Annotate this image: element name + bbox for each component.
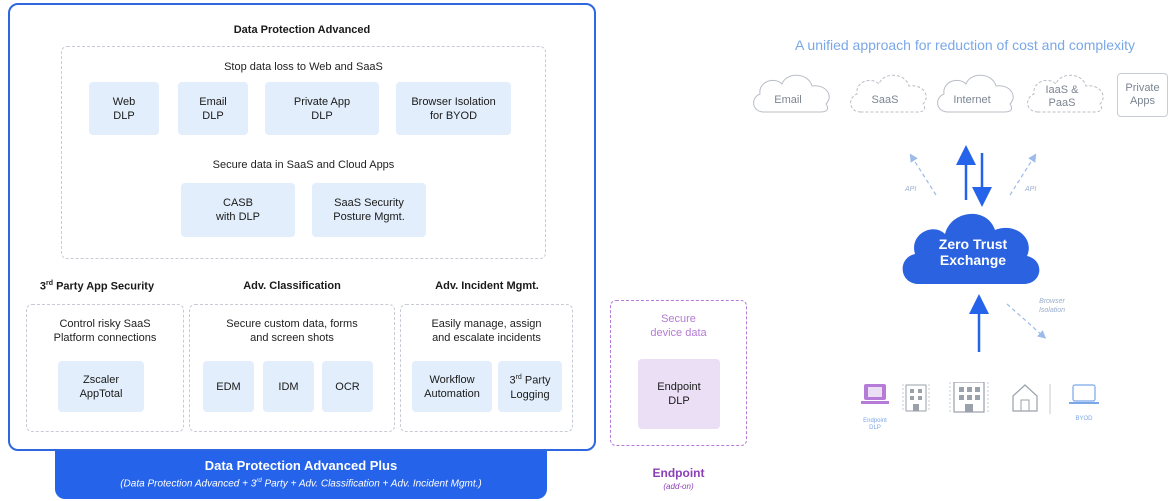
incident-group	[400, 304, 573, 432]
dpa-plus-bar	[55, 451, 547, 499]
incident-heading: Adv. Incident Mgmt.	[435, 280, 539, 292]
internet-label: Internet	[953, 94, 991, 106]
endpoint-addon: (add-on)	[663, 482, 694, 491]
saas-cloud-icon	[850, 74, 927, 113]
saas-label: SaaS	[871, 94, 899, 106]
tile-zscaler-apptotal: Zscaler AppTotal	[58, 361, 144, 412]
browser-isolation-label: Browser Isolation	[1038, 298, 1066, 314]
stop-data-loss-label: Stop data loss to Web and SaaS	[224, 61, 383, 73]
right-title: A unified approach for reduction of cost…	[794, 37, 1136, 53]
device-byod-label: BYOD	[1075, 416, 1093, 422]
endpoint-group	[610, 300, 747, 446]
tile-casb: CASB with DLP	[181, 183, 295, 237]
tile-web-dlp: Web DLP	[89, 82, 159, 135]
stop-data-loss-group	[61, 46, 546, 259]
email-cloud-icon	[753, 74, 830, 113]
internet-cloud-icon	[937, 74, 1014, 113]
endpoint-desc: Secure device data	[650, 313, 707, 339]
classification-heading: Adv. Classification	[243, 280, 341, 292]
panel-title: Data Protection Advanced	[233, 24, 371, 36]
endpoint-label: Endpoint	[652, 466, 705, 480]
private-apps-label: Private Apps	[1125, 82, 1160, 107]
device-endpoint-label: Endpoint DLP	[863, 418, 887, 431]
dpa-plus-subtitle: (Data Protection Advanced + 3rd Party + …	[120, 478, 482, 490]
email-label: Email	[774, 94, 802, 106]
tile-ocr: OCR	[322, 361, 373, 412]
tile-idm: IDM	[263, 361, 314, 412]
tile-third-party-logging: 3rd Party Logging	[498, 361, 562, 412]
tile-email-dlp: Email DLP	[178, 82, 248, 135]
zero-trust-exchange-label: Zero Trust Exchange	[938, 236, 1008, 268]
tile-edm: EDM	[203, 361, 254, 412]
private-apps-box	[1117, 73, 1168, 117]
iaas-label: IaaS & PaaS	[1045, 84, 1079, 109]
incident-desc: Easily manage, assign and escalate incid…	[431, 318, 542, 344]
traffic-arrows	[909, 145, 1037, 207]
api-left-label: API	[905, 186, 917, 193]
third-party-group	[26, 304, 184, 432]
third-party-heading: 3rd Party App Security	[39, 280, 155, 293]
tile-workflow-automation: Workflow Automation	[412, 361, 492, 412]
zero-trust-exchange-cloud-icon	[902, 213, 1040, 284]
dpa-plus-title: Data Protection Advanced Plus	[204, 458, 398, 473]
tile-sspm: SaaS Security Posture Mgmt.	[312, 183, 426, 237]
tile-endpoint-dlp: Endpoint DLP	[638, 359, 720, 429]
devices-row	[861, 382, 1099, 414]
tile-private-app-dlp: Private App DLP	[265, 82, 379, 135]
third-party-desc: Control risky SaaS Platform connections	[53, 318, 157, 344]
api-right-label: API	[1025, 186, 1037, 193]
iaas-cloud-icon	[1027, 74, 1104, 113]
classification-desc: Secure custom data, forms and screen sho…	[226, 318, 358, 344]
secure-saas-label: Secure data in SaaS and Cloud Apps	[212, 159, 395, 171]
tile-browser-isolation: Browser Isolation for BYOD	[396, 82, 511, 135]
lower-arrows	[969, 294, 1047, 352]
classification-group	[189, 304, 395, 432]
